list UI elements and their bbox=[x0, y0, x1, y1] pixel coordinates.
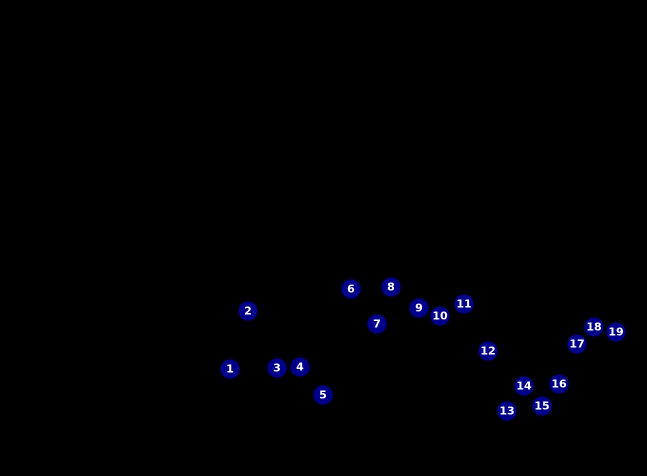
map-marker-9[interactable]: 9 bbox=[407, 296, 431, 320]
map-marker-19[interactable]: 19 bbox=[604, 320, 628, 344]
map-marker-5[interactable]: 5 bbox=[311, 383, 335, 407]
map-marker-12[interactable]: 12 bbox=[476, 339, 500, 363]
map-marker-16[interactable]: 16 bbox=[547, 372, 571, 396]
map-marker-17[interactable]: 17 bbox=[565, 332, 589, 356]
map-marker-7[interactable]: 7 bbox=[365, 312, 389, 336]
map-marker-14[interactable]: 14 bbox=[512, 374, 536, 398]
map-marker-6[interactable]: 6 bbox=[339, 277, 363, 301]
map-marker-10[interactable]: 10 bbox=[428, 304, 452, 328]
map-marker-1[interactable]: 1 bbox=[218, 357, 242, 381]
map-marker-4[interactable]: 4 bbox=[288, 355, 312, 379]
map-marker-3[interactable]: 3 bbox=[265, 356, 289, 380]
map-marker-15[interactable]: 15 bbox=[530, 394, 554, 418]
map-marker-8[interactable]: 8 bbox=[379, 275, 403, 299]
map-marker-13[interactable]: 13 bbox=[495, 399, 519, 423]
map-marker-11[interactable]: 11 bbox=[452, 292, 476, 316]
map-marker-2[interactable]: 2 bbox=[236, 299, 260, 323]
map-marker-18[interactable]: 18 bbox=[582, 315, 606, 339]
